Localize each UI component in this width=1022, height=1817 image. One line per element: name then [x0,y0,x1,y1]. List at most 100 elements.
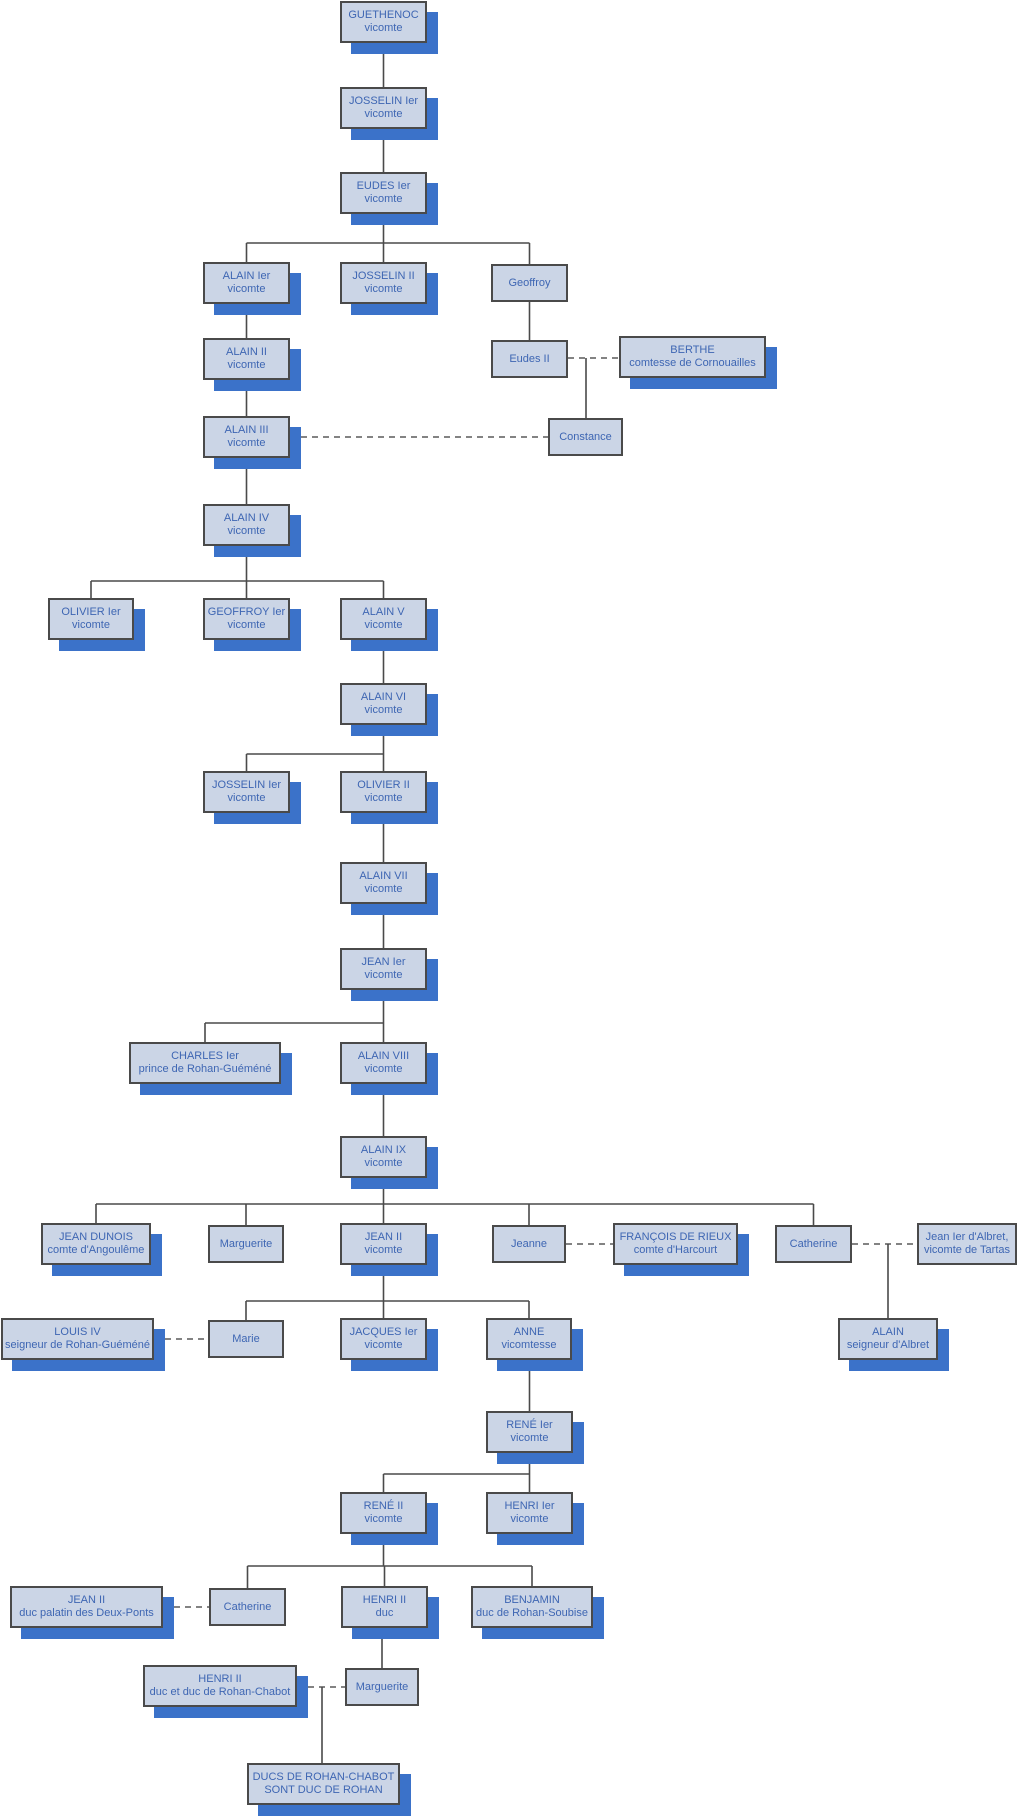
node-title-label: vicomte [364,883,403,895]
node-title-label: vicomte [227,619,266,631]
node-name-label: ALAIN III [224,424,269,436]
node-title-label: SONT DUC DE ROHAN [264,1784,383,1796]
node-name-label: Catherine [223,1600,272,1613]
node-title-label: comtesse de Cornouailles [629,357,756,369]
node-title-label: vicomte [364,619,403,631]
node-name-label: ALAIN IV [223,512,270,524]
node-name-label: JOSSELIN Ier [211,779,282,791]
tree-node-eudes2[interactable]: Eudes II [491,340,568,378]
node-title-label: vicomte [364,1157,403,1169]
node-title-label: comte d'Angoulême [47,1244,145,1256]
node-name-label: DUCS DE ROHAN-CHABOT [252,1771,395,1783]
tree-node-catherine2[interactable]: Catherine [209,1588,286,1626]
node-name-label: JEAN II [67,1594,106,1606]
node-name-label: LOUIS IV [54,1326,101,1338]
node-name-label: RENÉ II [363,1500,404,1512]
tree-node-constance[interactable]: Constance [548,418,623,456]
node-title-label: vicomte [364,1063,403,1075]
node-title-label: seigneur d'Albret [846,1339,930,1351]
node-name-label: BERTHE [670,344,715,356]
node-title-label: vicomte [510,1513,549,1525]
node-name-label: Geoffroy [508,276,551,289]
tree-node-catherine1[interactable]: Catherine [775,1225,852,1263]
node-title-label: prince de Rohan-Guéméné [138,1063,272,1075]
node-title-label: vicomte [227,283,266,295]
node-title-label: duc de Rohan-Soubise [476,1607,588,1619]
node-name-label: ALAIN [872,1326,904,1338]
node-name-label: Constance [559,430,612,443]
node-title-label: vicomte [364,704,403,716]
node-title-label: vicomte [364,193,403,205]
node-name-label: ANNE [513,1326,545,1338]
node-name-label: GUETHENOC [348,9,419,21]
node-title-label: vicomte [227,792,266,804]
node-title-label: vicomtesse [501,1339,557,1351]
node-name-label: ALAIN VII [359,870,408,882]
node-name-label: JOSSELIN Ier [348,95,419,107]
tree-node-marie[interactable]: Marie [208,1320,284,1358]
tree-node-jeandalbret[interactable]: Jean Ier d'Albret,vicomte de Tartas [917,1223,1017,1265]
node-name-label: EUDES Ier [356,180,411,192]
node-name-label: Marguerite [219,1237,273,1250]
node-name-label: OLIVIER II [357,779,410,791]
node-title-label: vicomte [364,1244,403,1256]
node-name-label: ALAIN Ier [222,270,271,282]
node-title-label: duc palatin des Deux-Ponts [19,1607,154,1619]
node-name-label: BENJAMIN [504,1594,560,1606]
node-name-label: ALAIN IX [360,1144,407,1156]
node-name-label: Eudes II [509,352,550,365]
tree-node-geoffroy[interactable]: Geoffroy [491,264,568,302]
node-name-label: FRANÇOIS DE RIEUX [619,1231,732,1243]
node-name-label: JEAN Ier [361,956,406,968]
node-title-label: vicomte [227,359,266,371]
node-title-label: vicomte [510,1432,549,1444]
tree-node-marguerite2[interactable]: Marguerite [345,1668,419,1706]
node-name-label: OLIVIER Ier [61,606,121,618]
node-name-label: ALAIN V [362,606,405,618]
tree-node-marguerite1[interactable]: Marguerite [208,1225,284,1263]
node-name-label: JEAN II [364,1231,403,1243]
node-title-label: vicomte [364,792,403,804]
node-name-label: Marguerite [355,1680,409,1693]
tree-node-jeanne[interactable]: Jeanne [492,1225,566,1263]
node-name-label: JACQUES Ier [349,1326,418,1338]
node-name-label: Jean Ier d'Albret, [925,1231,1009,1243]
